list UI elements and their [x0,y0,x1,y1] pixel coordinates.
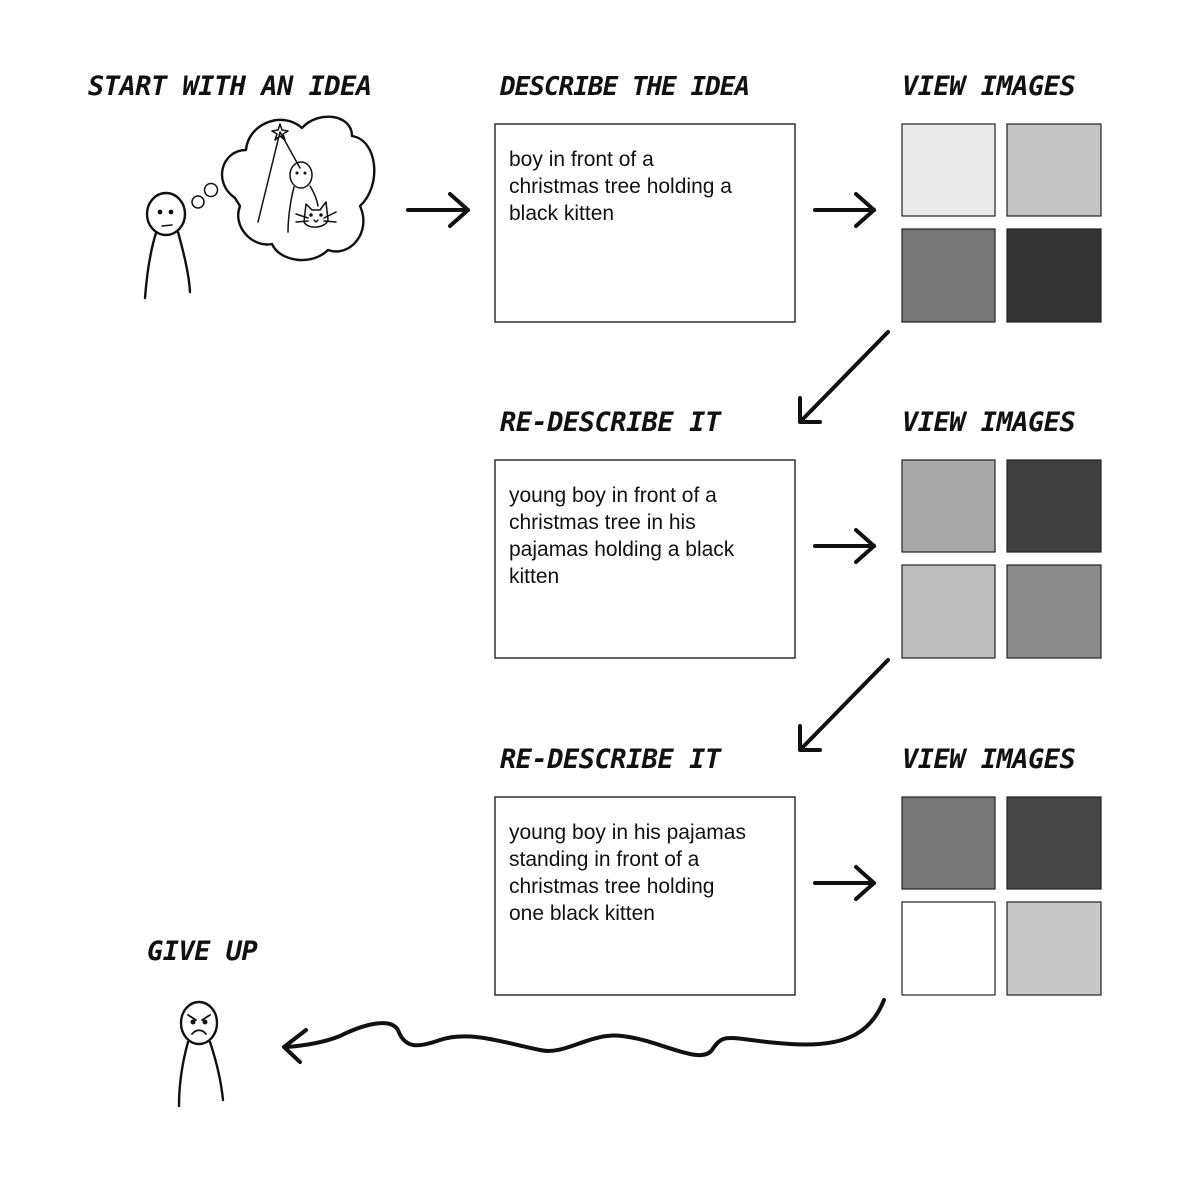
image-tile[interactable] [1006,901,1102,996]
arrow-icon [406,192,470,228]
prompt-line: one black kitten [509,902,655,925]
image-tile[interactable] [901,901,996,996]
arrow-icon [798,658,890,752]
redescribe-heading: RE-DESCRIBE IT [500,744,722,775]
prompt-line: kitten [509,565,559,588]
arrow-icon [813,528,876,564]
prompt-line: young boy in his pajamas [509,821,746,844]
image-grid-1 [901,123,1102,323]
image-tile[interactable] [1006,459,1102,553]
image-grid-2 [901,459,1102,659]
prompt-box-revision-1[interactable] [494,459,796,659]
view-images-heading: VIEW IMAGES [902,407,1076,438]
image-tile[interactable] [1006,796,1102,890]
view-images-heading: VIEW IMAGES [902,71,1076,102]
prompt-line: boy in front of a [509,148,654,171]
redescribe-heading: RE-DESCRIBE IT [500,407,722,438]
thought-bubble-icon [220,115,376,262]
image-tile[interactable] [1006,564,1102,659]
image-tile[interactable] [901,228,996,323]
person-icon [143,191,192,300]
prompt-box-initial[interactable] [494,123,796,323]
prompt-text-initial: boy in front of a christmas tree holding… [509,148,738,225]
prompt-text-revision-1: young boy in front of a christmas tree i… [509,484,740,588]
image-tile[interactable] [901,564,996,659]
arrow-icon [813,192,876,228]
start-heading: START WITH AN IDEA [88,71,372,102]
cat-icon [295,201,337,228]
prompt-line: christmas tree holding a [509,175,732,198]
arrow-icon [798,330,890,424]
thought-dots-icon [191,182,219,209]
view-images-heading: VIEW IMAGES [902,744,1076,775]
image-tile[interactable] [1006,228,1102,323]
prompt-line: standing in front of a [509,848,700,871]
image-tile[interactable] [901,123,996,217]
image-tile[interactable] [901,796,996,890]
boy-icon [287,161,319,233]
christmas-tree-icon [257,123,301,223]
give-up-heading: GIVE UP [147,936,258,967]
image-tile[interactable] [1006,123,1102,217]
prompt-text-revision-2: young boy in his pajamas standing in fro… [509,821,752,925]
prompt-line: pajamas holding a black [509,538,735,561]
image-tile[interactable] [901,459,996,553]
prompt-line: christmas tree in his [509,511,696,534]
prompt-line: black kitten [509,202,614,225]
wavy-arrow-icon [282,998,886,1064]
prompt-line: christmas tree holding [509,875,714,898]
image-grid-3 [901,796,1102,996]
angry-person-icon [177,1000,225,1108]
describe-heading: DESCRIBE THE IDEA [499,72,749,102]
arrow-icon [813,865,876,901]
prompt-box-revision-2[interactable] [494,796,796,996]
prompt-line: young boy in front of a [509,484,717,507]
